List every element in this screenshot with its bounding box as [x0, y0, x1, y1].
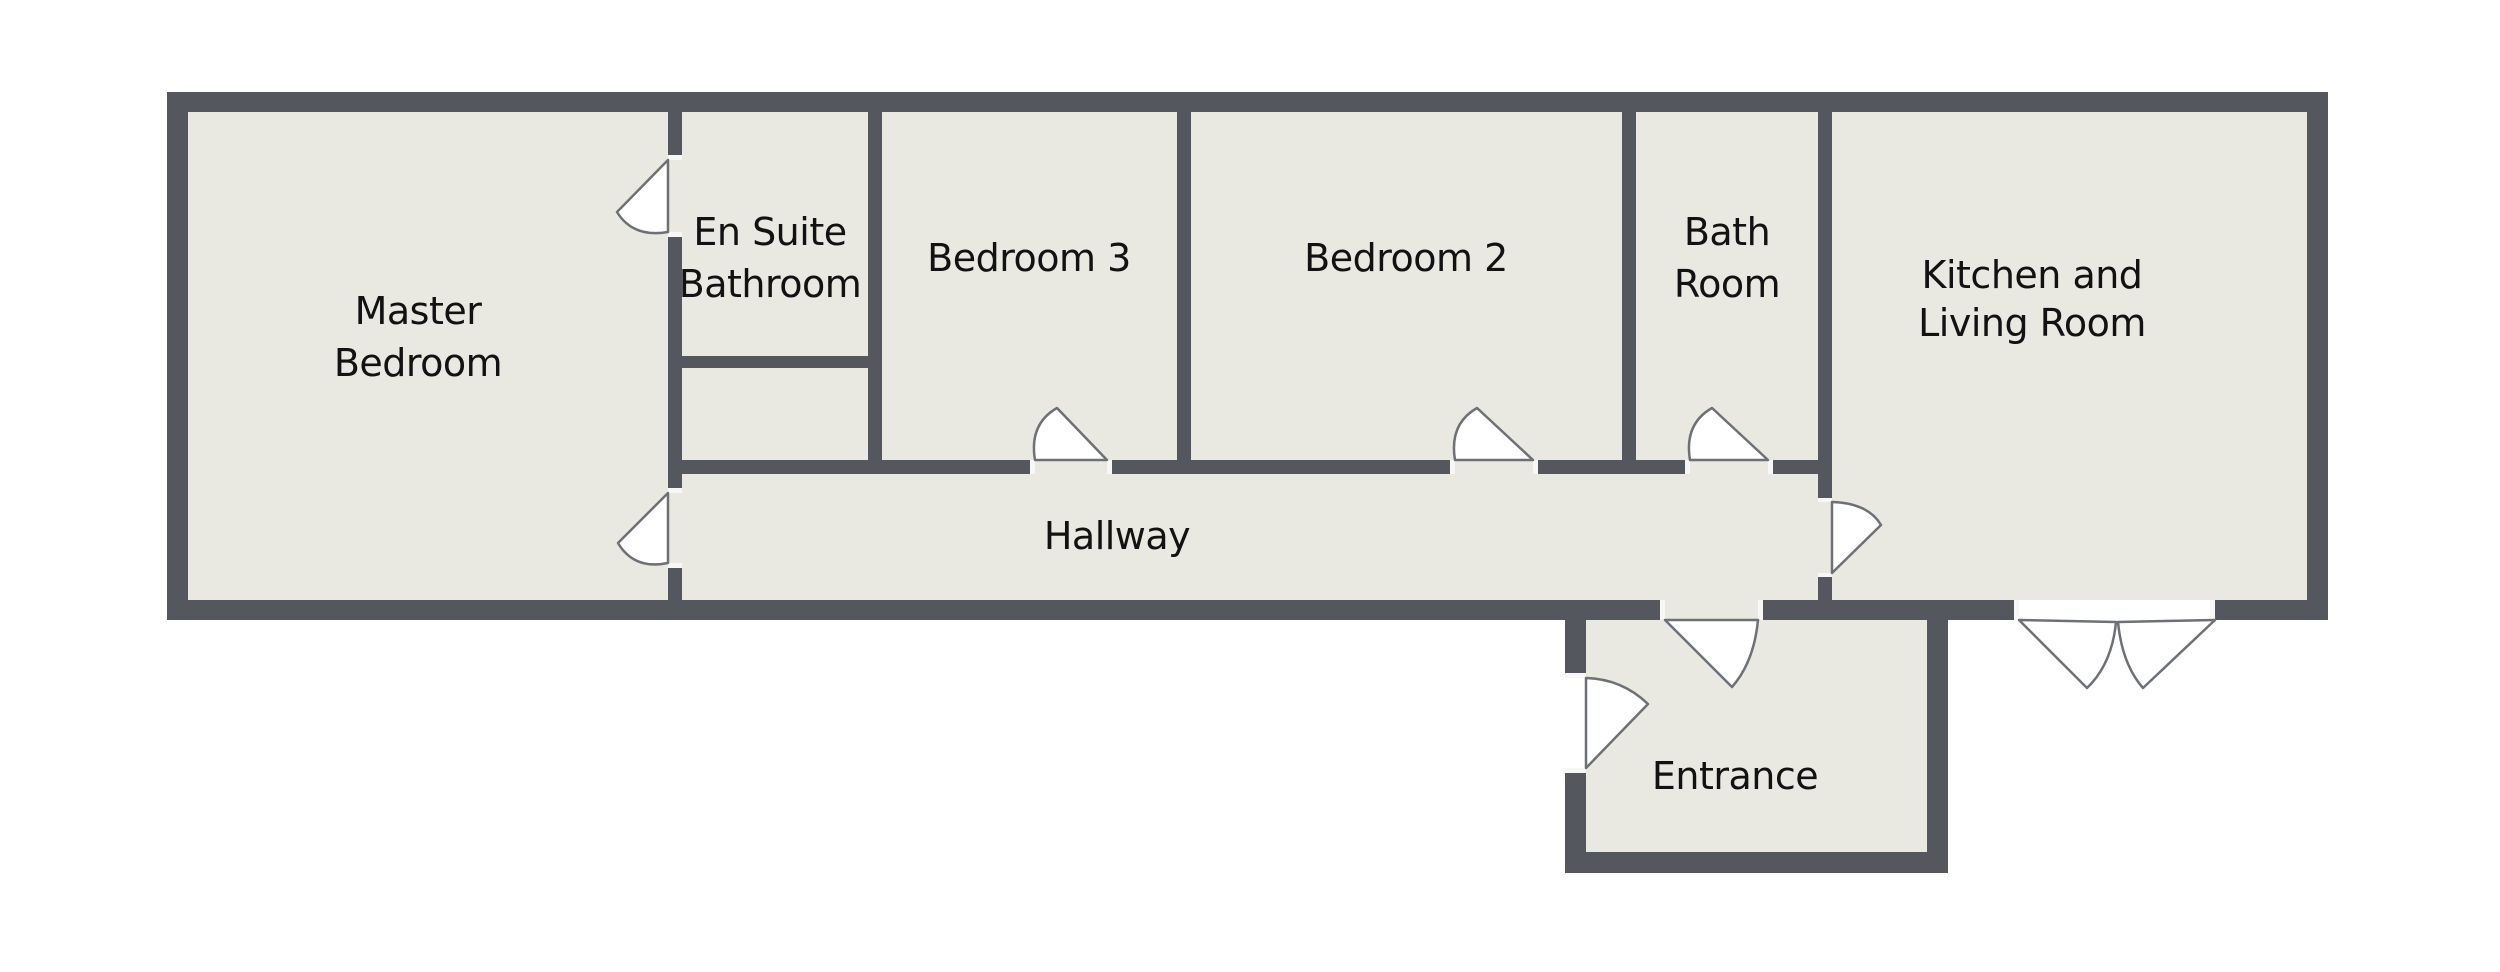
- room-label-ensuite-line1: En Suite: [693, 210, 846, 254]
- wall-cap: [668, 155, 682, 160]
- wall-bedroom2-bathroom: [1622, 112, 1636, 474]
- wall-cap: [668, 563, 682, 568]
- room-label-ensuite-line2: Bathroom: [679, 262, 862, 306]
- wall-caps: [668, 155, 2215, 773]
- wall-cap: [1565, 768, 1586, 773]
- wall-exterior-top: [167, 92, 2328, 112]
- room-label-bedroom2: Bedroom 2: [1304, 236, 1508, 280]
- floor-entrance: [1586, 620, 1927, 852]
- wall-kitchen-lower-stub: [1818, 577, 1832, 600]
- wall-cap: [1768, 460, 1773, 474]
- room-label-bathroom-line1: Bath: [1684, 210, 1770, 254]
- wall-cap: [1107, 460, 1112, 474]
- room-label-kitchen-line2: Living Room: [1918, 301, 2146, 345]
- wall-cap: [1565, 673, 1586, 678]
- wall-cap: [1030, 460, 1035, 474]
- wall-entrance-left-upper: [1565, 620, 1586, 673]
- wall-ensuite-bottom: [668, 356, 882, 368]
- wall-cap: [1533, 460, 1538, 474]
- room-label-bathroom-line2: Room: [1674, 262, 1780, 306]
- room-bedroom-2: Bedroom 2: [1304, 236, 1508, 280]
- bath-room-door-swing-icon: [1687, 406, 1770, 462]
- room-label-bedroom3: Bedroom 3: [927, 236, 1131, 280]
- wall-hallway-seg1: [668, 460, 1030, 474]
- wall-exterior-bottom-right: [2215, 600, 2328, 620]
- labels: Master Bedroom En Suite Bathroom Bedroom…: [334, 210, 2147, 798]
- wall-cap: [1818, 573, 1832, 577]
- wall-exterior-right: [2307, 92, 2328, 620]
- wall-bedroom3-bedroom2: [1177, 112, 1191, 474]
- wall-exterior-bottom-mid: [1763, 600, 2014, 620]
- room-label-kitchen-line1: Kitchen and: [1922, 253, 2143, 297]
- floor-main: [188, 112, 2307, 600]
- wall-hallway-seg3: [1538, 460, 1685, 474]
- wall-entrance-bottom: [1565, 852, 1948, 873]
- room-en-suite-bathroom: En Suite Bathroom: [679, 210, 862, 306]
- room-hallway: Hallway: [1044, 514, 1191, 558]
- wall-cap: [1660, 600, 1665, 620]
- wall-exterior-bottom-left: [167, 600, 1660, 620]
- wall-entrance-right: [1927, 620, 1948, 873]
- walls: [167, 92, 2328, 873]
- wall-bathroom-kitchen-upper: [1818, 112, 1832, 498]
- wall-cap: [2210, 600, 2215, 620]
- wall-ensuite-bedroom3: [868, 112, 882, 474]
- wall-cap: [2014, 600, 2019, 620]
- room-kitchen-living: Kitchen and Living Room: [1918, 253, 2146, 345]
- en-suite-door-swing-icon: [615, 158, 670, 235]
- wall-cap: [668, 232, 682, 237]
- wall-cap: [1758, 600, 1763, 620]
- bedroom-3-door-swing-icon: [1032, 406, 1109, 462]
- room-master-bedroom: Master Bedroom: [334, 289, 503, 385]
- room-label-master-line2: Bedroom: [334, 341, 502, 385]
- floor-areas: [188, 112, 2307, 852]
- wall-exterior-left: [167, 92, 188, 620]
- master-hallway-door-swing-icon: [616, 491, 670, 566]
- wall-entrance-left-lower: [1565, 773, 1586, 873]
- kitchen-door-swing-icon: [1830, 500, 1883, 575]
- wall-cap: [1685, 460, 1690, 474]
- wall-cap: [1818, 498, 1832, 502]
- wall-hallway-seg4: [1773, 460, 1832, 474]
- room-label-entrance: Entrance: [1652, 754, 1818, 798]
- wall-master-lower: [668, 568, 682, 600]
- french-door-right-swing-icon: [2116, 618, 2217, 690]
- hallway-entrance-door-swing-icon: [1663, 618, 1760, 689]
- wall-hallway-seg2: [1112, 460, 1450, 474]
- room-entrance: Entrance: [1652, 754, 1819, 798]
- bedroom-2-door-swing-icon: [1452, 406, 1535, 462]
- room-bath-room: Bath Room: [1674, 210, 1781, 306]
- wall-cap: [1450, 460, 1455, 474]
- doors: [615, 158, 2217, 770]
- room-label-hallway: Hallway: [1044, 514, 1190, 558]
- entrance-front-door-swing-icon: [1584, 676, 1650, 770]
- room-label-master-line1: Master: [355, 289, 483, 333]
- french-door-left-swing-icon: [2017, 618, 2118, 690]
- wall-master-ensuite-upper: [668, 112, 682, 155]
- room-bedroom-3: Bedroom 3: [927, 236, 1131, 280]
- floor-entrance-doorway: [1665, 600, 1758, 620]
- wall-cap: [668, 488, 682, 493]
